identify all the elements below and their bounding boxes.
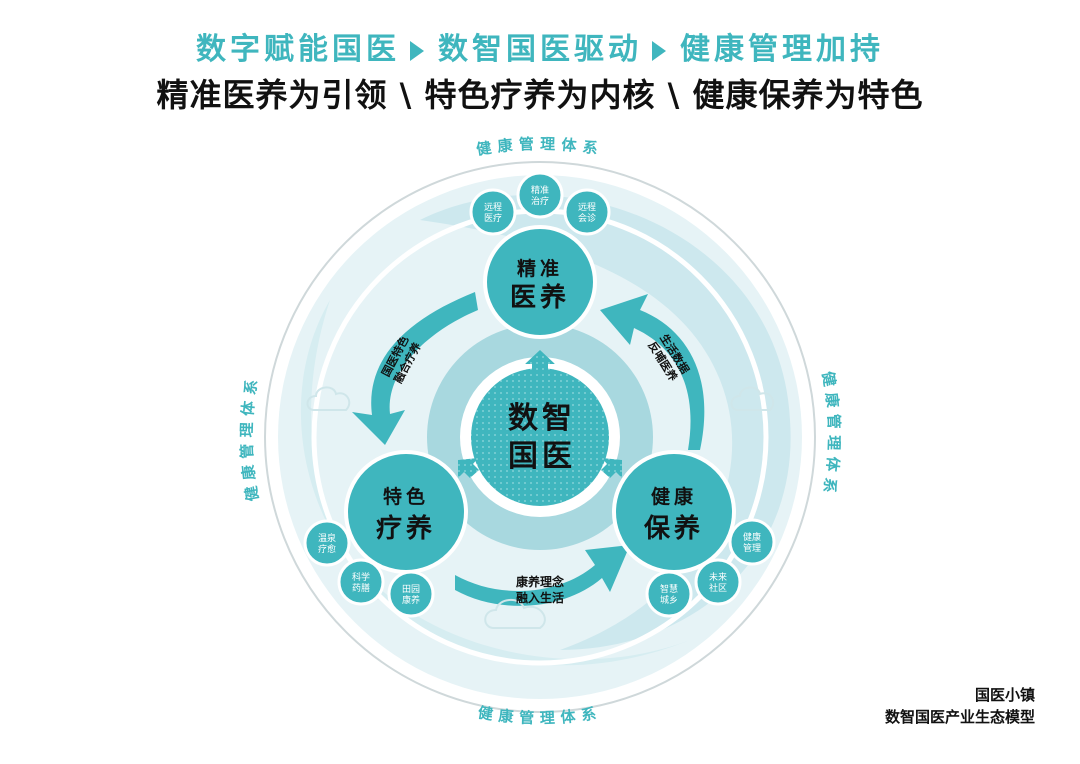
- satellite-label: 疗愈: [318, 543, 336, 555]
- header: 数字赋能国医 数智国医驱动 健康管理加持 精准医养为引领 \ 特色疗养为内核 \ 健…: [0, 30, 1080, 118]
- hub-right-line-1: 健康: [651, 485, 697, 508]
- ring-label-top: 健康管理体系: [475, 135, 605, 159]
- ring-label-bottom-text: 健康管理体系: [477, 703, 598, 727]
- arrow-label-bottom-2: 融入生活: [516, 590, 564, 605]
- curved-arrow-right: [600, 294, 705, 450]
- arrow-left-icon: [458, 458, 479, 478]
- satellite-circle: [694, 558, 742, 606]
- satellite-label: 药膳: [352, 582, 370, 594]
- satellite-label: 管理: [743, 542, 761, 554]
- satellite-circle: [516, 171, 564, 219]
- center-line-1: 数智: [508, 401, 576, 436]
- satellite-circle: [337, 558, 385, 606]
- arrow-label-bottom-1: 康养理念: [516, 574, 564, 589]
- hub-left-line-1: 特色: [383, 485, 429, 508]
- slogan-1: 数字赋能国医: [196, 32, 400, 67]
- outer-ring: [264, 161, 816, 713]
- slogan-3: 健康管理加持: [680, 32, 884, 67]
- footer-line-2: 数智国医产业生态模型: [884, 708, 1035, 726]
- ring-label-top-text: 健康管理体系: [475, 135, 599, 159]
- ring-label-left: 健康管理体系: [238, 372, 263, 502]
- satellite-circle: [387, 570, 435, 618]
- swirl-shape: [420, 194, 791, 650]
- satellite-label: 远程: [578, 202, 596, 213]
- satellite-label: 城乡: [660, 595, 678, 606]
- satellite-label: 治疗: [531, 195, 549, 207]
- center-line-2: 国医: [508, 439, 576, 474]
- hub-right-line-2: 保养: [643, 513, 704, 544]
- satellite-label: 田园: [402, 584, 420, 595]
- satellite-label: 未来: [709, 571, 727, 583]
- subtitle: 精准医养为引领 \ 特色疗养为内核 \ 健康保养为特色: [156, 76, 924, 114]
- hub-top-line-1: 精准: [517, 257, 563, 280]
- cloud-icon: [306, 386, 351, 411]
- satellite-circle: [728, 518, 776, 566]
- ring-label-left-text: 健康管理体系: [238, 372, 257, 502]
- satellite-label: 健康: [743, 531, 761, 543]
- curved-arrow-left: [352, 292, 478, 445]
- satellite-label: 会诊: [578, 212, 596, 224]
- ring-label-right: 健康管理体系: [818, 370, 843, 500]
- cloud-icon: [730, 386, 775, 411]
- slogan-2: 数智国医驱动: [438, 32, 642, 67]
- satellite-circle: [563, 188, 611, 236]
- satellite-label: 社区: [709, 582, 727, 594]
- hub-circle-left: [344, 450, 468, 574]
- satellite-circle: [303, 519, 351, 567]
- satellite-label: 精准: [531, 184, 549, 196]
- satellite-label: 康养: [402, 594, 420, 606]
- hub-top-line-2: 医养: [510, 282, 570, 313]
- arrow-right-icon: [601, 458, 622, 478]
- ring-label-bottom: 健康管理体系: [477, 703, 604, 727]
- footer-line-1: 国医小镇: [974, 686, 1035, 704]
- hub-circle-right: [612, 450, 736, 574]
- cloud-icon: [484, 599, 546, 629]
- curved-arrow-bottom: [455, 545, 630, 606]
- satellite-circle: [469, 188, 517, 236]
- ring-label-right-text: 健康管理体系: [818, 370, 837, 500]
- center-circle: [471, 368, 609, 506]
- arrow-up-icon: [525, 350, 555, 372]
- hub-circle-top: [483, 225, 597, 339]
- satellite-label: 科学: [352, 571, 370, 583]
- satellite-label: 远程: [484, 202, 502, 213]
- footer: 国医小镇 数智国医产业生态模型: [885, 684, 1035, 728]
- satellite-label: 智慧: [660, 583, 678, 595]
- hub-left-line-2: 疗养: [376, 513, 436, 544]
- satellite-label: 医疗: [484, 212, 502, 224]
- satellite-circle: [645, 570, 693, 618]
- triangle-arrow-icon: [652, 40, 666, 61]
- triangle-arrow-icon: [410, 40, 424, 61]
- satellite-label: 温泉: [318, 532, 336, 544]
- slogan-line: 数字赋能国医 数智国医驱动 健康管理加持: [0, 30, 1080, 70]
